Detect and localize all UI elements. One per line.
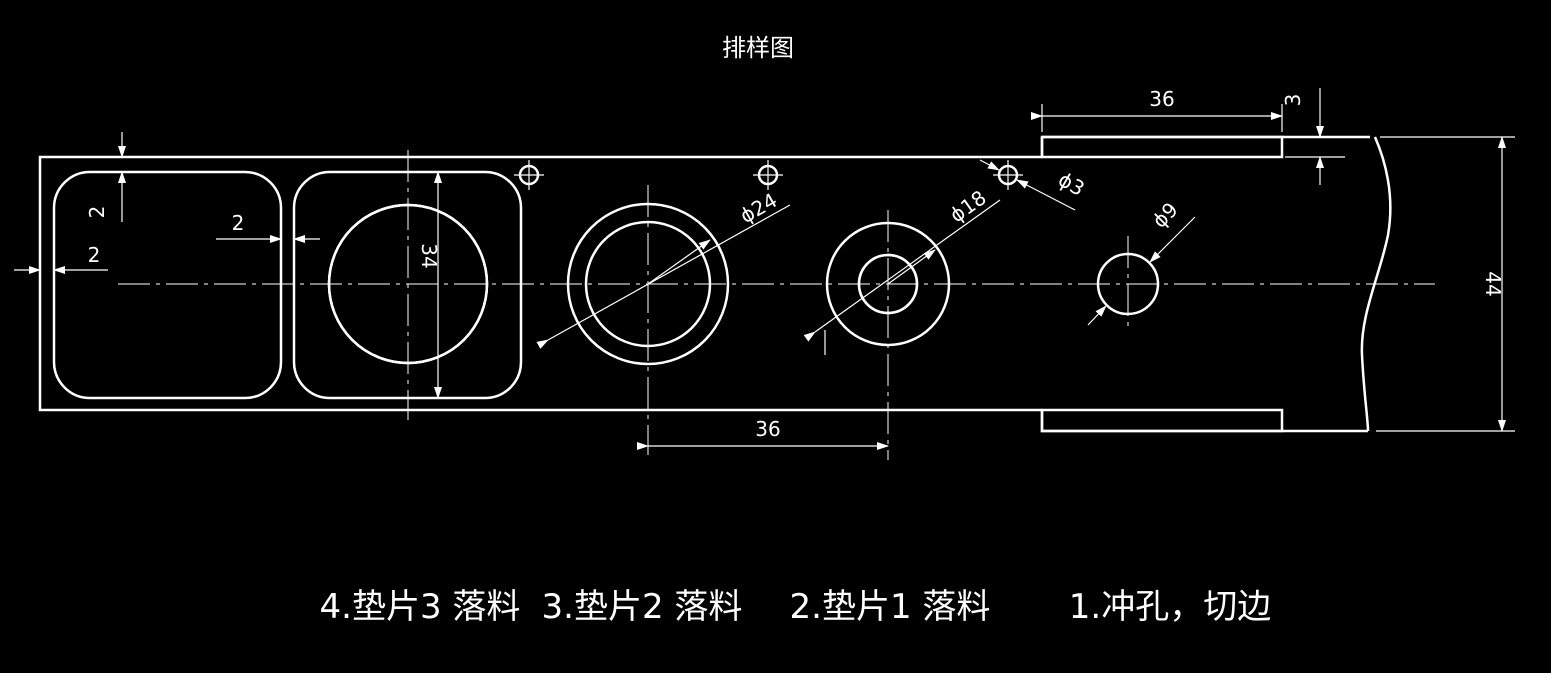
- dim-edge-margin-vertical: 2: [85, 132, 126, 222]
- svg-text:34: 34: [417, 243, 441, 268]
- dim-pitch-top: 36: [1031, 87, 1283, 132]
- svg-text:2: 2: [232, 211, 245, 235]
- step-label-4: 4.垫片3 落料: [320, 587, 521, 627]
- svg-text:3: 3: [1281, 94, 1305, 107]
- svg-text:ϕ9: ϕ9: [1147, 197, 1182, 232]
- dim-dia-9: ϕ9: [1087, 197, 1196, 326]
- station2-part: [566, 185, 730, 455]
- svg-text:ϕ18: ϕ18: [945, 185, 990, 227]
- dim-web-between: 2: [216, 211, 320, 243]
- svg-text:36: 36: [1149, 87, 1174, 111]
- dim-dia-18: ϕ18: [803, 185, 1001, 355]
- svg-text:2: 2: [88, 243, 101, 267]
- dim-strip-edge: 3: [1281, 88, 1345, 185]
- trim-scrap-bottom: [1040, 408, 1284, 433]
- pilot-hole-2: [753, 160, 783, 190]
- station4-blank-outline: [52, 170, 283, 400]
- step-label-3: 3.垫片2 落料: [542, 587, 743, 627]
- svg-text:2: 2: [85, 206, 109, 219]
- step-label-2: 2.垫片1 落料: [790, 587, 991, 627]
- svg-text:36: 36: [755, 417, 780, 441]
- svg-text:ϕ3: ϕ3: [1054, 167, 1088, 201]
- trim-scrap-top: [1040, 135, 1284, 159]
- dim-dia-24: ϕ24: [536, 188, 791, 349]
- dim-strip-width: 44: [1376, 136, 1515, 432]
- dim-edge-margin-left: 2: [14, 243, 108, 274]
- step-label-1: 1.冲孔，切边: [1069, 587, 1271, 627]
- station1-part: [825, 210, 951, 460]
- pilot-hole-3: [993, 160, 1023, 190]
- pierce-hole-9: [1096, 236, 1160, 332]
- drawing-title: 排样图: [722, 34, 794, 62]
- pilot-hole-1: [514, 160, 544, 190]
- dim-part3-height: 34: [417, 171, 442, 399]
- dim-pitch-bottom: 36: [637, 417, 889, 450]
- station3-part: [292, 150, 523, 420]
- svg-text:44: 44: [1481, 271, 1505, 296]
